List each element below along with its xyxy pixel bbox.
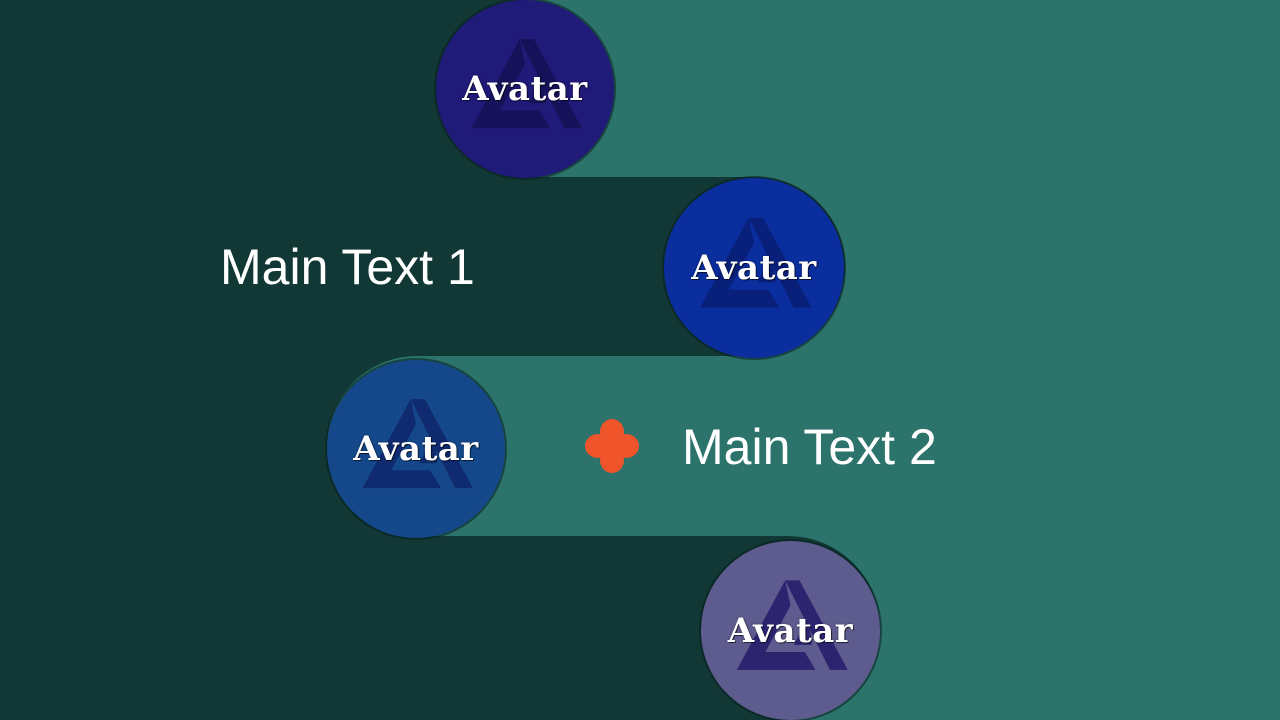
avatar-label: Avatar bbox=[462, 69, 588, 109]
triangle-logo-icon bbox=[700, 217, 812, 308]
avatar-3[interactable]: Avatar bbox=[327, 360, 505, 538]
main-text-2: Main Text 2 bbox=[682, 419, 937, 475]
main-text-1: Main Text 1 bbox=[220, 239, 475, 295]
clover-icon bbox=[585, 419, 639, 473]
avatar-label: Avatar bbox=[353, 429, 479, 469]
avatar-label: Avatar bbox=[691, 248, 817, 288]
avatar-2[interactable]: Avatar bbox=[664, 178, 844, 358]
triangle-logo-icon bbox=[362, 399, 473, 489]
avatar-label: Avatar bbox=[727, 610, 854, 651]
triangle-logo-icon bbox=[736, 580, 848, 670]
avatar-1[interactable]: Avatar bbox=[436, 0, 614, 178]
triangle-logo-icon bbox=[471, 39, 582, 129]
avatar-4[interactable]: Avatar bbox=[701, 541, 880, 720]
